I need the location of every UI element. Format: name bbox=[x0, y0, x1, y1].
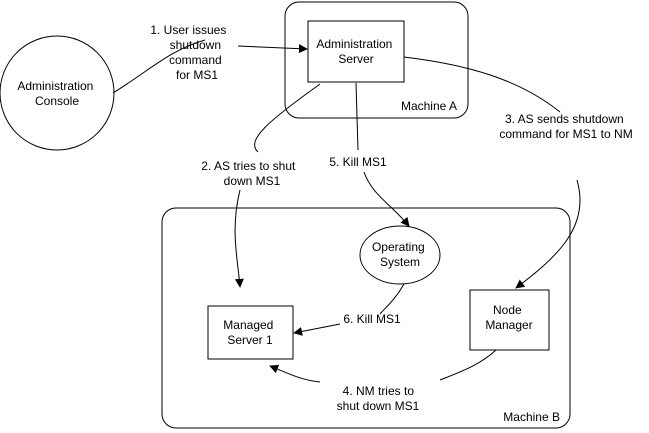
administration-console-line-1: Administration bbox=[17, 79, 93, 93]
operating-system-node: Operating System bbox=[359, 225, 441, 285]
node-manager-label: Node Manager bbox=[485, 303, 532, 332]
step-2-line-2: down MS1 bbox=[224, 174, 281, 188]
console-to-server-arrow bbox=[112, 39, 206, 94]
step-4-line-2: shut down MS1 bbox=[337, 399, 420, 413]
step-5-label: 5. Kill MS1 bbox=[329, 155, 387, 169]
administration-server-node: Administration Server bbox=[307, 20, 405, 83]
node-manager-node: Node Manager bbox=[469, 289, 550, 351]
step-3-label: 3. AS sends shutdown command for MS1 to … bbox=[499, 112, 632, 141]
managed-server-1-line-2: Server 1 bbox=[227, 333, 273, 347]
step-3-arrow bbox=[403, 56, 581, 288]
operating-system-line-2: System bbox=[380, 255, 420, 269]
node-manager-line-2: Manager bbox=[485, 318, 532, 332]
administration-server-line-2: Server bbox=[338, 52, 373, 66]
step-3-line-1: 3. AS sends shutdown bbox=[505, 112, 624, 126]
step-2-arrow bbox=[235, 83, 321, 287]
step-3-line-2: command for MS1 to NM bbox=[499, 127, 632, 141]
step-6-label: 6. Kill MS1 bbox=[343, 312, 401, 326]
step-1-line-2: shutdown bbox=[170, 38, 221, 52]
administration-console-line-2: Console bbox=[35, 94, 79, 108]
step-1-line-1: 1. User issues bbox=[150, 23, 226, 37]
managed-server-1-line-1: Managed bbox=[223, 318, 273, 332]
step-6-arrow bbox=[294, 283, 405, 333]
step-4-arrow bbox=[270, 349, 497, 383]
administration-server-label: Administration Server bbox=[316, 37, 395, 66]
administration-server-line-1: Administration bbox=[316, 37, 392, 51]
step-4-line-1: 4. NM tries to bbox=[343, 384, 415, 398]
managed-server-1-label: Managed Server 1 bbox=[223, 318, 276, 347]
managed-server-1-node: Managed Server 1 bbox=[207, 305, 294, 360]
step-5-arrow bbox=[355, 82, 409, 226]
step-2-line-1: 2. AS tries to shut bbox=[201, 159, 296, 173]
step-2-label: 2. AS tries to shut down MS1 bbox=[201, 159, 298, 188]
machine-a-label: Machine A bbox=[401, 99, 457, 113]
administration-console-label: Administration Console bbox=[17, 79, 96, 108]
node-manager-line-1: Node bbox=[493, 303, 522, 317]
operating-system-label: Operating System bbox=[372, 240, 428, 269]
machine-b-label: Machine B bbox=[503, 410, 560, 424]
step-1-line-4: for MS1 bbox=[176, 68, 218, 82]
step-1-arrow bbox=[237, 44, 308, 54]
administration-console-node: Administration Console bbox=[0, 35, 115, 151]
operating-system-line-1: Operating bbox=[372, 240, 425, 254]
step-4-label: 4. NM tries to shut down MS1 bbox=[337, 384, 420, 413]
step-1-label: 1. User issues shutdown command for MS1 bbox=[150, 23, 229, 82]
step-1-line-3: command bbox=[169, 53, 222, 67]
